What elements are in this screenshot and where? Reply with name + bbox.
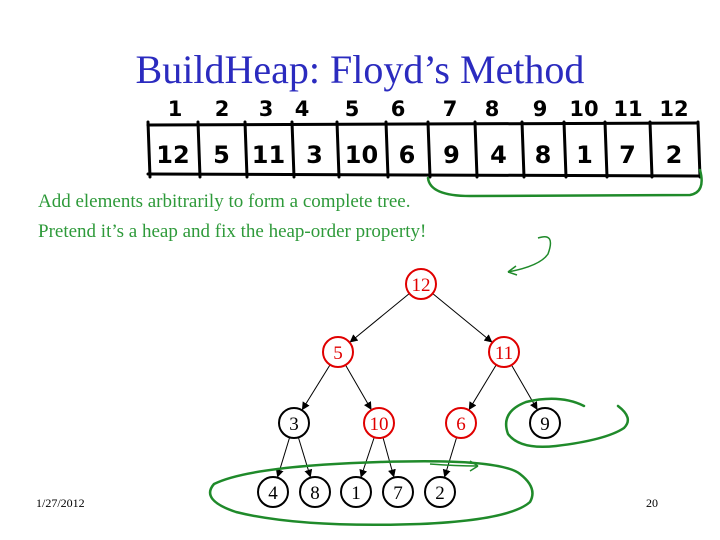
array-divider — [290, 120, 296, 179]
array-cell-value: 6 — [399, 141, 416, 169]
array-cell-value: 8 — [535, 141, 552, 169]
tree-node: 6 — [445, 407, 477, 439]
array-index-label: 4 — [295, 97, 310, 121]
array-cell-value: 3 — [306, 141, 323, 169]
array-index-label: 6 — [391, 97, 406, 121]
tree-node: 10 — [363, 407, 395, 439]
array-index-label: 5 — [345, 97, 360, 121]
array-divider — [562, 120, 568, 179]
footer-page-number: 20 — [646, 496, 658, 510]
array-cell-value: 7 — [619, 141, 636, 169]
tree-node-label: 4 — [268, 483, 278, 504]
body-line-2: Pretend it’s a heap and fix the heap-ord… — [38, 221, 427, 242]
tree-node: 9 — [529, 407, 561, 439]
array-divider — [520, 120, 526, 179]
tree-node: 2 — [424, 476, 456, 508]
tree-node-label: 11 — [495, 343, 513, 364]
array-divider — [384, 120, 390, 179]
tree-node-label: 8 — [310, 483, 320, 504]
array-divider — [603, 120, 609, 179]
array-divider — [426, 120, 432, 179]
tree-node: 3 — [278, 407, 310, 439]
array-index-label: 3 — [259, 97, 274, 121]
tree-node-label: 10 — [370, 414, 389, 435]
leaves-ellipse-annotation — [208, 459, 534, 527]
tree-node: 12 — [405, 268, 437, 300]
tree-edge — [442, 437, 458, 478]
array-divider — [146, 120, 152, 179]
leaf-circle-annotation — [504, 397, 630, 448]
tree-edge — [468, 364, 497, 411]
body-line-1: Add elements arbitrarily to form a compl… — [38, 191, 411, 212]
array-index-label: 2 — [215, 97, 230, 121]
tree-node: 5 — [322, 336, 354, 368]
array-cell-value: 1 — [576, 141, 593, 169]
array-divider — [243, 120, 249, 179]
array-cell-value: 9 — [443, 141, 460, 169]
array-divider — [648, 120, 654, 179]
tree-edge — [297, 437, 313, 478]
tree-node: 4 — [257, 476, 289, 508]
array-index-label: 1 — [168, 97, 183, 121]
array-index-label: 12 — [659, 97, 688, 121]
leaf-bracket-annotation — [426, 168, 703, 198]
tree-node: 8 — [299, 476, 331, 508]
array-divider — [196, 120, 202, 179]
tree-edge — [382, 437, 396, 478]
array-cell-value: 12 — [156, 141, 189, 169]
slide-title: BuildHeap: Floyd’s Method — [135, 47, 585, 92]
tree-edge — [345, 364, 372, 411]
tree-node-label: 7 — [393, 483, 403, 504]
tree-node: 1 — [340, 476, 372, 508]
array-cell-value: 5 — [213, 141, 230, 169]
array-index-label: 8 — [485, 97, 500, 121]
tree-node-label: 2 — [435, 483, 445, 504]
array-cell-value: 2 — [666, 141, 683, 169]
tree-node-label: 12 — [412, 275, 431, 296]
array-cell-value: 10 — [345, 141, 378, 169]
array-index-label: 9 — [533, 97, 548, 121]
tree-node-label: 1 — [351, 483, 361, 504]
array-divider — [696, 120, 702, 179]
array-divider — [473, 120, 479, 179]
tree-node-label: 6 — [456, 414, 466, 435]
footer-date: 1/27/2012 — [36, 496, 85, 510]
pointer-arrowhead — [507, 265, 518, 276]
array-cell-value: 4 — [490, 141, 507, 169]
tree-node: 7 — [382, 476, 414, 508]
array-index-label: 7 — [443, 97, 458, 121]
tree-node-label: 3 — [289, 414, 299, 435]
small-arrow-annotation — [429, 463, 479, 467]
tree-node-label: 5 — [333, 343, 343, 364]
tree-edge — [432, 293, 493, 343]
pointer-arrow-annotation — [507, 236, 552, 273]
tree-edge — [349, 293, 410, 343]
array-divider — [335, 120, 341, 179]
array-cell-value: 11 — [252, 141, 285, 169]
tree-node: 11 — [488, 336, 520, 368]
array-index-label: 11 — [613, 97, 642, 121]
tree-edge — [275, 437, 291, 478]
tree-node-label: 9 — [540, 414, 550, 435]
array-index-label: 10 — [569, 97, 598, 121]
tree-edge — [301, 364, 331, 411]
tree-edge — [359, 437, 375, 478]
